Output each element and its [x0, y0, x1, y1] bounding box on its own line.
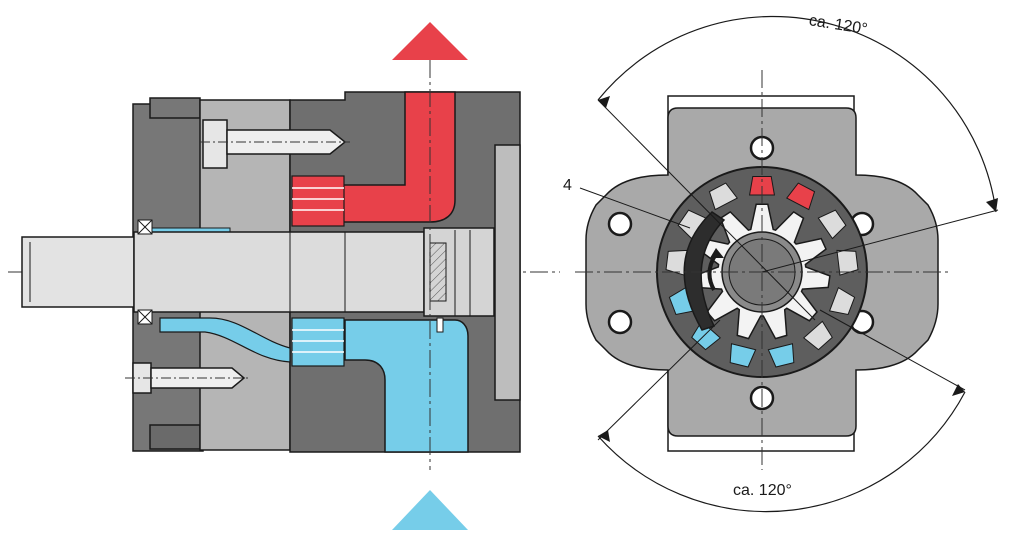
callout-leader	[579, 187, 691, 229]
suction-passage	[159, 317, 291, 363]
ring-tooth-pocket	[828, 286, 856, 316]
lower-bolt	[125, 362, 250, 394]
suction-gear-slots	[291, 317, 345, 367]
callout-number-4: 4	[563, 177, 572, 194]
ring-tooth-pocket	[748, 175, 776, 196]
ring-tooth-pocket	[817, 209, 847, 240]
ring-gear-teeth	[665, 175, 859, 368]
upper-angle-label: ca. 120°	[808, 12, 869, 38]
ring-tooth-pocket	[836, 249, 859, 276]
suction-channel	[344, 319, 469, 453]
front-cover-bottom-lip	[149, 424, 201, 450]
ring-tooth-pocket	[786, 182, 816, 211]
rear-cover	[494, 144, 521, 401]
front-cover-inner	[149, 97, 201, 119]
coupling-teeth	[429, 242, 447, 302]
ring-tooth-pocket	[708, 182, 738, 211]
front-view: ca. 120° ca. 120° 4	[563, 12, 999, 513]
upper-bolt	[200, 119, 350, 169]
pressure-gear-slots	[291, 175, 345, 227]
ring-tooth-pocket	[767, 343, 795, 368]
ring-tooth-pocket	[729, 343, 757, 368]
mounting-holes	[607, 135, 875, 411]
section-view	[8, 22, 560, 530]
lower-dimension-arc	[597, 391, 966, 513]
ring-tooth-pocket	[802, 320, 833, 351]
outlet-marker	[392, 22, 468, 60]
drive-shaft	[133, 231, 425, 313]
upper-dimension-arc	[597, 15, 997, 213]
drive-shaft-end	[21, 236, 135, 308]
lower-angle-label: ca. 120°	[733, 482, 792, 499]
inlet-marker	[392, 490, 468, 530]
